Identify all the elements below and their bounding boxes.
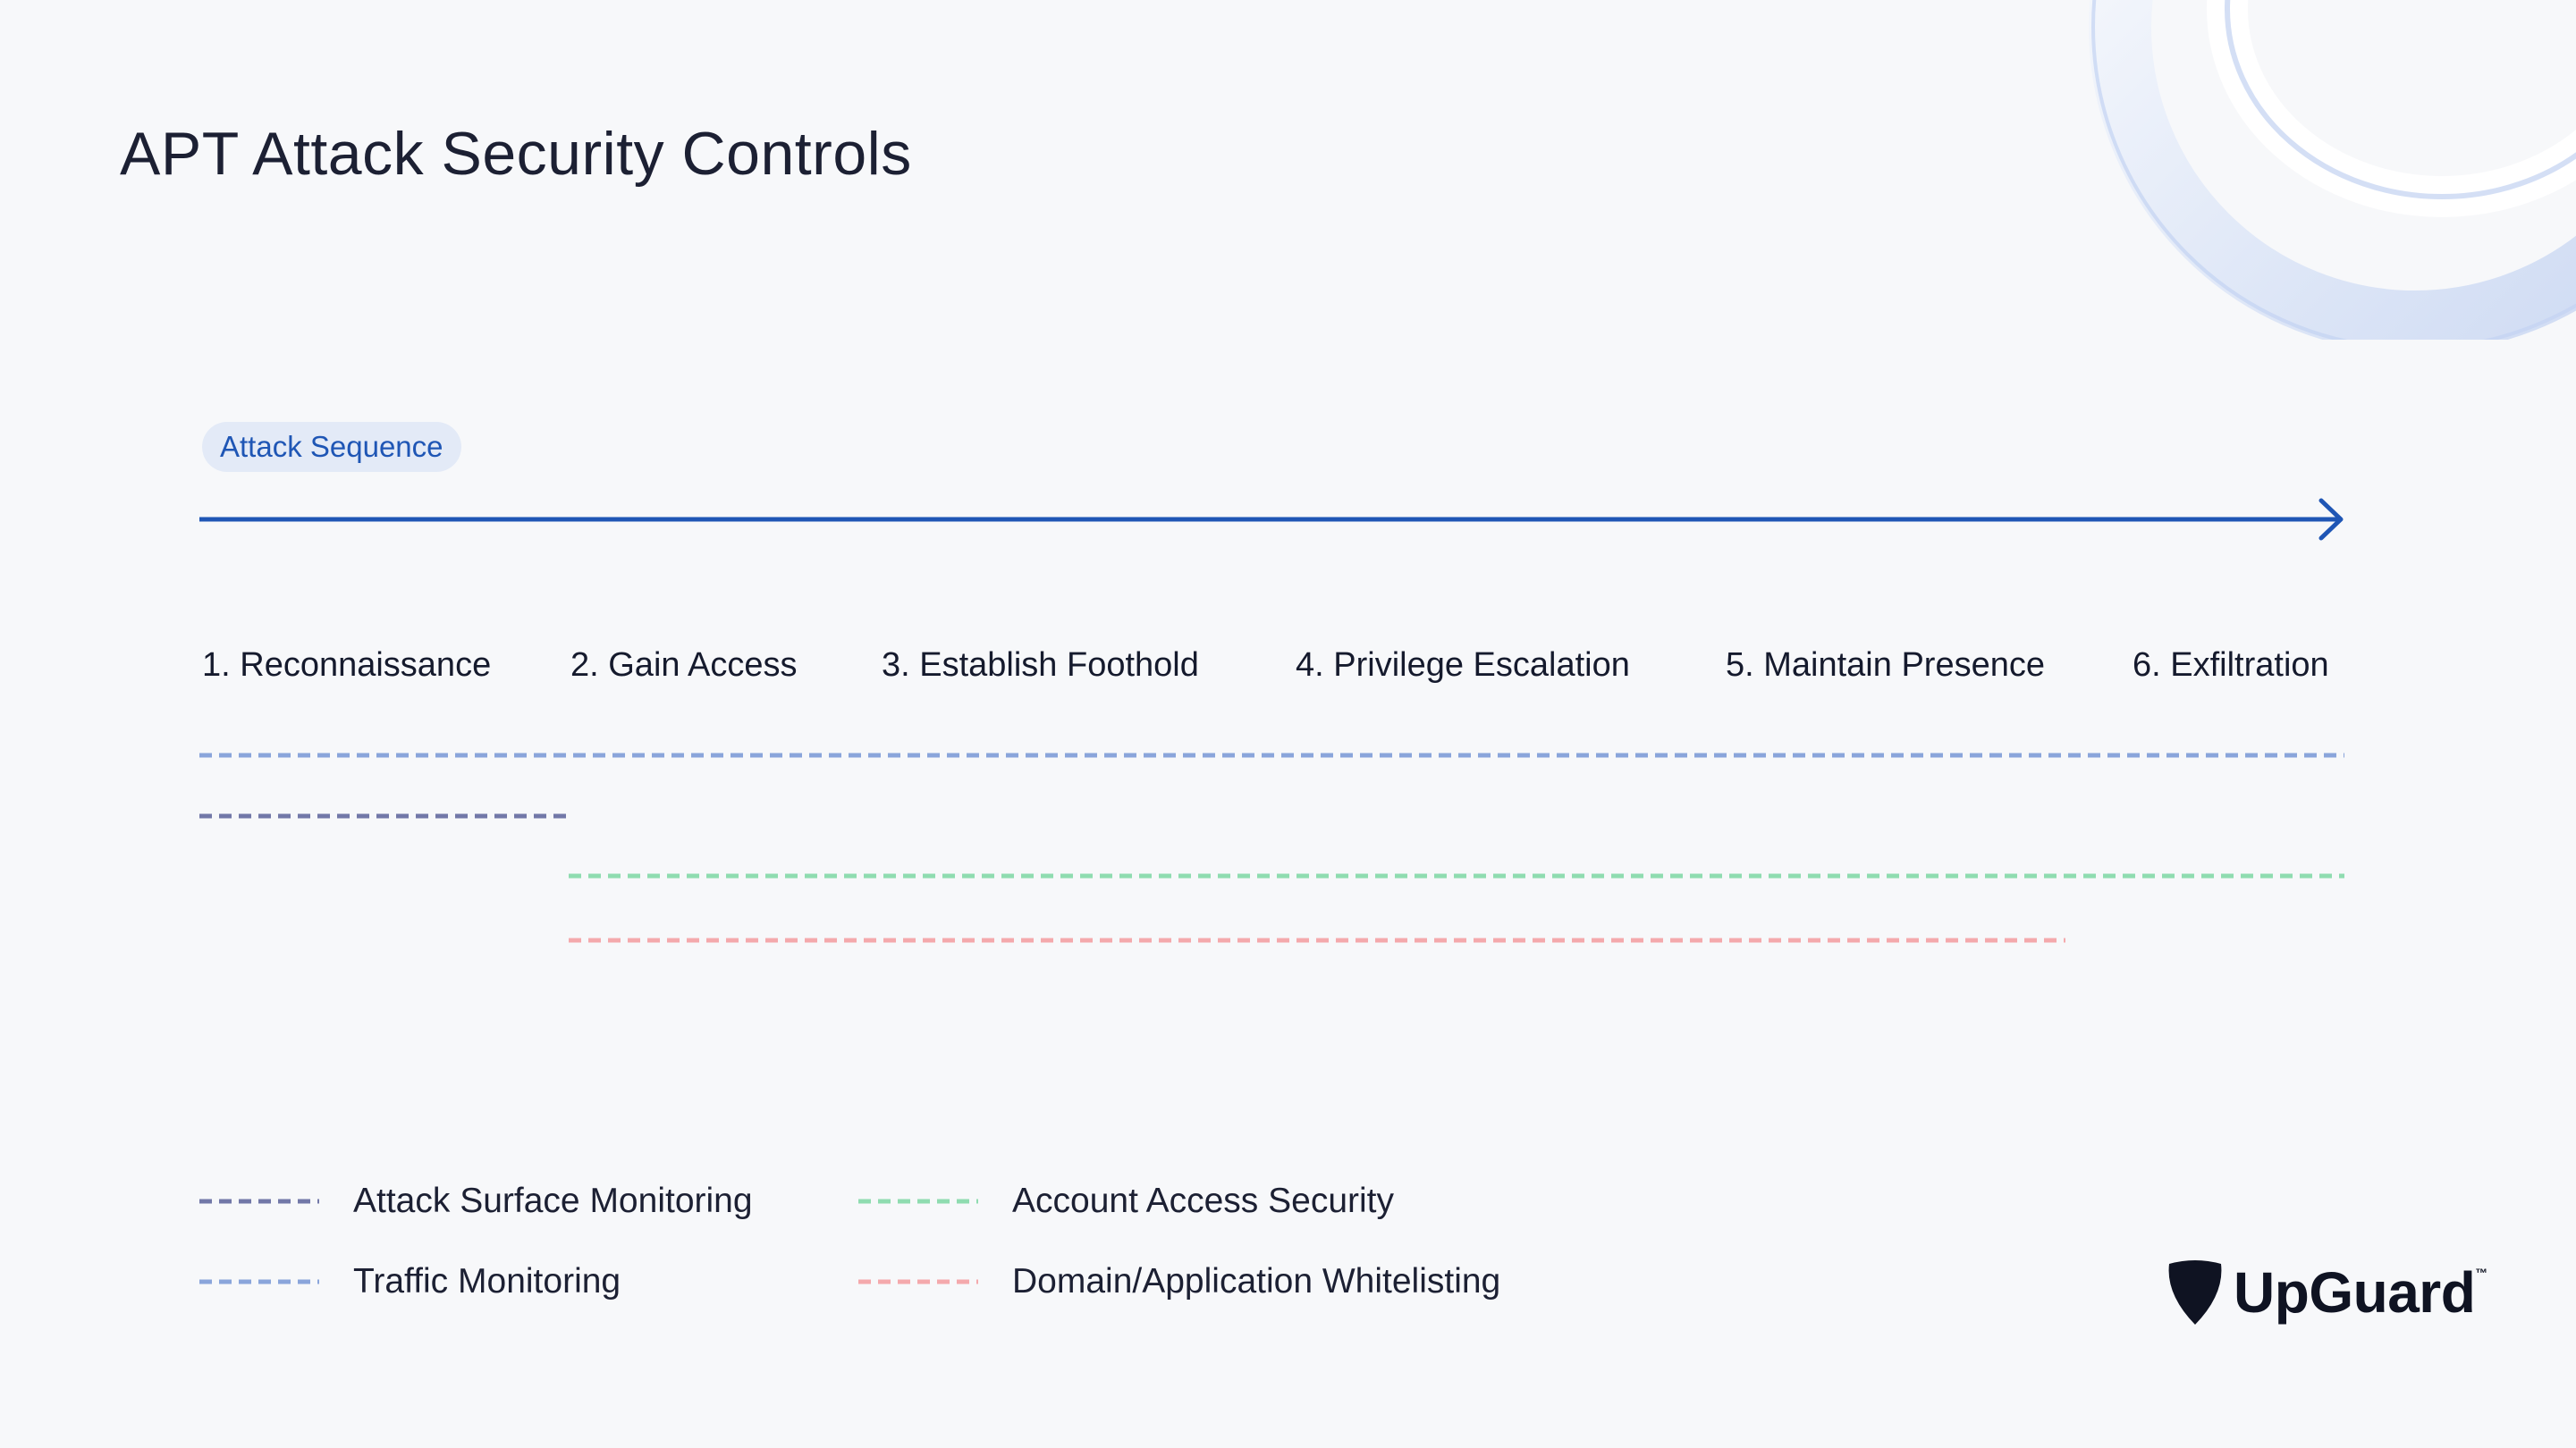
legend-label: Domain/Application Whitelisting	[1012, 1262, 1501, 1301]
control-lines	[199, 753, 2344, 943]
legend-label: Attack Surface Monitoring	[353, 1182, 753, 1220]
upguard-shield-icon	[2168, 1260, 2222, 1325]
legend-item: Traffic Monitoring	[199, 1262, 621, 1301]
legend-item: Attack Surface Monitoring	[199, 1182, 753, 1221]
attack-sequence-badge: Attack Sequence	[202, 422, 461, 472]
arrow-head	[2318, 498, 2344, 541]
decorative-ring-graphic	[2089, 0, 2576, 340]
brand-name: UpGuard	[2234, 1260, 2476, 1325]
legend-swatch	[199, 1279, 319, 1284]
legend-item: Account Access Security	[858, 1182, 1394, 1221]
stage-label: 3. Establish Foothold	[882, 646, 1199, 684]
stage-label: 1. Reconnaissance	[202, 646, 492, 684]
legend-swatch	[199, 1199, 319, 1204]
stage-label: 2. Gain Access	[570, 646, 798, 684]
legend-swatch	[858, 1199, 978, 1204]
legend-swatch	[858, 1279, 978, 1284]
stage-label: 4. Privilege Escalation	[1296, 646, 1630, 684]
legend-label: Traffic Monitoring	[353, 1262, 621, 1301]
attack-sequence-arrow	[199, 498, 2344, 541]
page-title: APT Attack Security Controls	[120, 120, 912, 188]
upguard-logo: UpGuard ™	[2164, 1259, 2487, 1326]
stage-label: 5. Maintain Presence	[1726, 646, 2045, 684]
brand-trademark: ™	[2475, 1266, 2488, 1280]
legend-label: Account Access Security	[1012, 1182, 1395, 1220]
stage-label: 6. Exfiltration	[2133, 646, 2329, 684]
legend-item: Domain/Application Whitelisting	[858, 1262, 1500, 1301]
